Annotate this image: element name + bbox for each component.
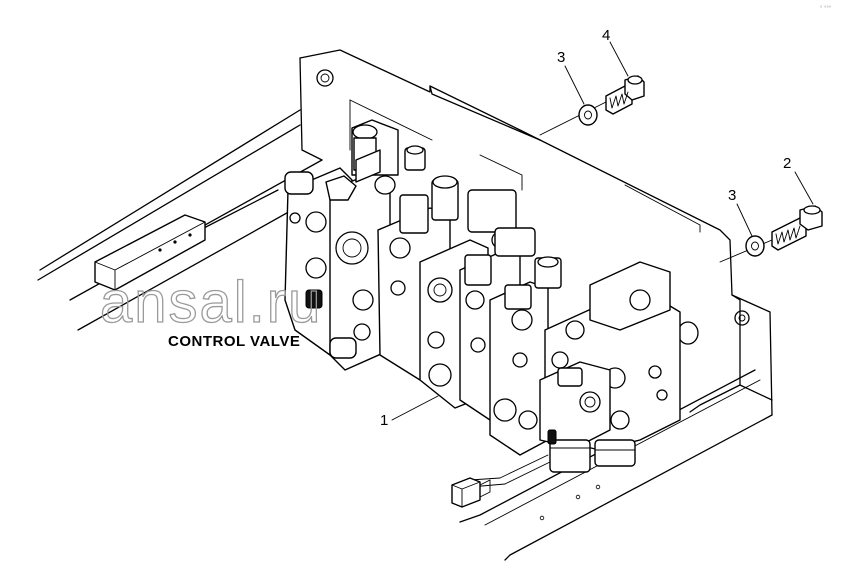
bolt-2-assembly — [719, 205, 823, 263]
callout-1: 1 — [380, 412, 388, 429]
wire-harness — [451, 454, 551, 508]
callout-2: 2 — [783, 155, 791, 172]
leader-lines — [391, 41, 814, 421]
control-valve-assembly — [284, 119, 681, 473]
washer-3-upper — [578, 104, 598, 126]
callout-4: 4 — [602, 27, 610, 44]
callout-3-upper: 3 — [557, 49, 565, 66]
diagram-caption: CONTROL VALVE — [168, 333, 300, 350]
corner-mark: ° °°° — [820, 6, 832, 12]
mounting-plate — [37, 49, 773, 561]
washer-3-lower — [745, 235, 765, 257]
callout-3-lower: 3 — [728, 187, 736, 204]
watermark: ansal.ru — [100, 270, 322, 335]
bolt-4-assembly — [539, 75, 645, 136]
